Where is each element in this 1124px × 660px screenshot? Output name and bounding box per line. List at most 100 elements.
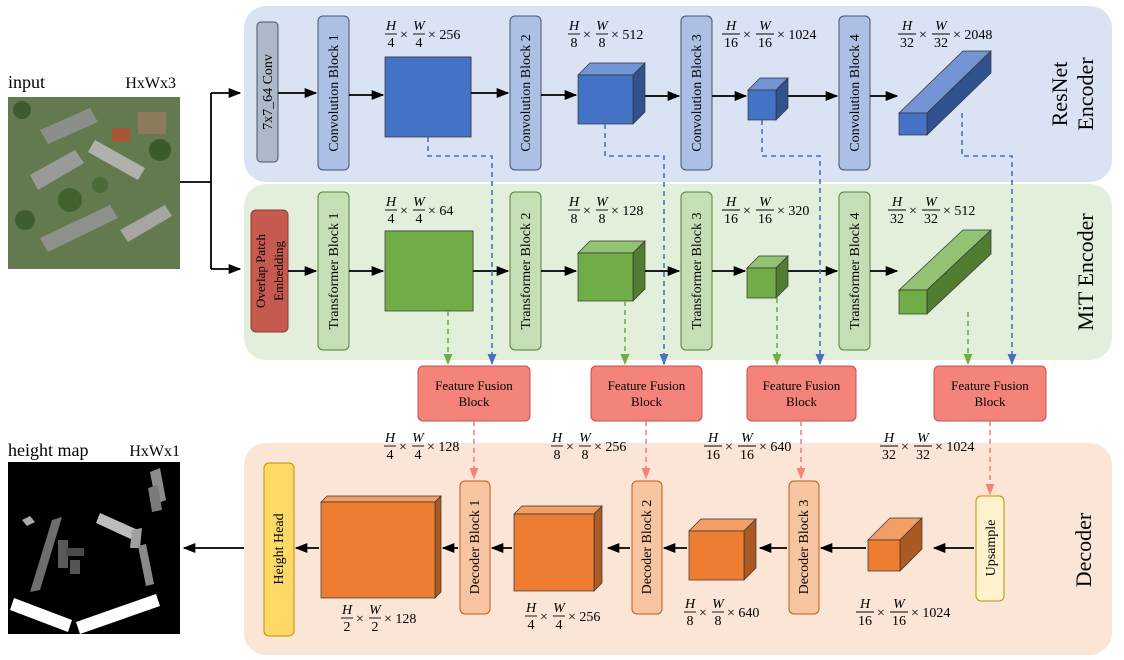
- dim-channels: × 128: [384, 612, 416, 627]
- decoder-feature-3: [688, 518, 757, 581]
- dim-channels: × 256: [594, 440, 626, 455]
- dim-channels: × 128: [611, 204, 643, 219]
- mit-encoder-panel: [244, 184, 1112, 360]
- fusion-3-line2: Block: [786, 394, 818, 409]
- dim-numerator: H: [525, 601, 537, 616]
- decoder-dim-2: H 4 × W 4 × 256: [525, 601, 600, 633]
- resnet-dim-3: H16×W16× 1024: [722, 19, 816, 51]
- decoder-block-1: [459, 480, 491, 615]
- resnet-feature-2: [577, 62, 646, 125]
- dim-numerator: H: [385, 19, 397, 34]
- dim-denominator: 8: [582, 448, 589, 463]
- dim-times: ×: [540, 610, 548, 625]
- dim-times: ×: [699, 606, 707, 621]
- dim-denominator: 16: [758, 36, 772, 51]
- resnet-conv-block-4: [838, 15, 871, 171]
- dim-denominator: 8: [571, 36, 578, 51]
- dim-times: ×: [400, 204, 408, 219]
- dim-channels: × 320: [777, 204, 809, 219]
- decoder-block-2-label: Decoder Block 2: [640, 500, 655, 595]
- mit-feature-1: [384, 230, 474, 312]
- dim-denominator: 16: [740, 448, 754, 463]
- dim-denominator: 16: [892, 614, 906, 629]
- decoder-block-3: [788, 480, 820, 615]
- dim-denominator: 8: [687, 614, 694, 629]
- resnet-feature-4: [898, 50, 992, 136]
- dim-numerator: H: [707, 431, 719, 446]
- resnet-dim-4: H32×W32× 2048: [898, 19, 992, 51]
- dim-numerator: W: [553, 601, 566, 616]
- input-routing-arrows: [180, 87, 242, 275]
- fusion-dim-2: H8×W8× 256: [551, 431, 626, 463]
- dim-denominator: 32: [924, 212, 938, 227]
- dim-times: ×: [725, 440, 733, 455]
- mit-transformer-block-3-label: Transformer Block 3: [690, 213, 705, 330]
- dim-channels: × 64: [428, 204, 453, 219]
- dim-numerator: H: [568, 19, 580, 34]
- dim-denominator: 8: [599, 212, 606, 227]
- link-resnet-1-to-fusion: [427, 137, 497, 366]
- dim-times: ×: [909, 204, 917, 219]
- resnet-conv-block-2: [509, 15, 542, 171]
- resnet-conv-block-2-label: Convolution Block 2: [519, 34, 534, 151]
- decoder-dim-1: H2×W2× 128: [341, 603, 416, 635]
- dim-denominator: 16: [858, 614, 872, 629]
- decoder-dim-3: H8×W8× 640: [684, 597, 759, 629]
- resnet-dim-1: H4×W4× 256: [385, 19, 460, 51]
- dim-numerator: W: [917, 431, 930, 446]
- dim-numerator: H: [901, 19, 913, 34]
- dim-denominator: 32: [900, 36, 914, 51]
- dim-channels: × 256: [428, 28, 460, 43]
- fusion-1-line2: Block: [458, 394, 490, 409]
- dim-denominator: 4: [387, 448, 394, 463]
- resnet-stem-conv: [256, 21, 279, 163]
- dim-numerator: W: [579, 431, 592, 446]
- dim-channels: × 640: [759, 440, 791, 455]
- mit-stem-line1: Overlap Patch: [253, 234, 268, 309]
- dim-numerator: W: [413, 19, 426, 34]
- dim-denominator: 4: [528, 618, 535, 633]
- dim-numerator: W: [759, 19, 772, 34]
- decoder-feature-4: [867, 517, 923, 572]
- dim-channels: × 1024: [935, 440, 974, 455]
- fusion-2-line1: Feature Fusion: [608, 378, 686, 393]
- decoder-block-1-label: Decoder Block 1: [468, 500, 483, 595]
- dim-channels: × 1024: [911, 606, 950, 621]
- decoder-block-2: [631, 480, 663, 615]
- height-head-label: Height Head: [272, 513, 287, 584]
- fusion-2-line2: Block: [631, 394, 663, 409]
- dim-numerator: W: [413, 195, 426, 210]
- resnet-conv-block-3-label: Convolution Block 3: [690, 34, 705, 151]
- mit-feature-4: [898, 229, 992, 315]
- dim-times: ×: [356, 612, 364, 627]
- dim-denominator: 4: [416, 36, 423, 51]
- dim-numerator: W: [369, 603, 382, 618]
- resnet-conv-block-1: [317, 15, 350, 171]
- dim-numerator: W: [893, 597, 906, 612]
- dim-numerator: W: [741, 431, 754, 446]
- dim-numerator: H: [725, 19, 737, 34]
- mit-title: MiT Encoder: [1073, 213, 1098, 331]
- dim-numerator: H: [384, 431, 396, 446]
- fusion-4-line1: Feature Fusion: [951, 378, 1029, 393]
- dim-numerator: H: [725, 195, 737, 210]
- upsample-label: Upsample: [984, 520, 999, 577]
- dim-numerator: W: [759, 195, 772, 210]
- link-resnet-3-to-fusion: [761, 120, 825, 366]
- main-layer: [263, 15, 1047, 637]
- height-head-block: [263, 462, 295, 637]
- dim-denominator: 4: [415, 448, 422, 463]
- dim-channels: × 256: [568, 610, 600, 625]
- fusion-dim-1: H4×W4× 128: [384, 431, 459, 463]
- fusion-4-line2: Block: [974, 394, 1006, 409]
- dim-denominator: 4: [556, 618, 563, 633]
- dim-numerator: H: [551, 431, 563, 446]
- dim-numerator: W: [925, 195, 938, 210]
- dim-times: ×: [399, 440, 407, 455]
- dim-channels: × 128: [427, 440, 459, 455]
- input-dims: HxWx3: [125, 75, 176, 92]
- mit-dim-3: H16×W16× 320: [722, 195, 809, 227]
- dim-denominator: 2: [344, 620, 351, 635]
- dim-denominator: 4: [388, 36, 395, 51]
- mit-transformer-block-4-label: Transformer Block 4: [848, 213, 863, 330]
